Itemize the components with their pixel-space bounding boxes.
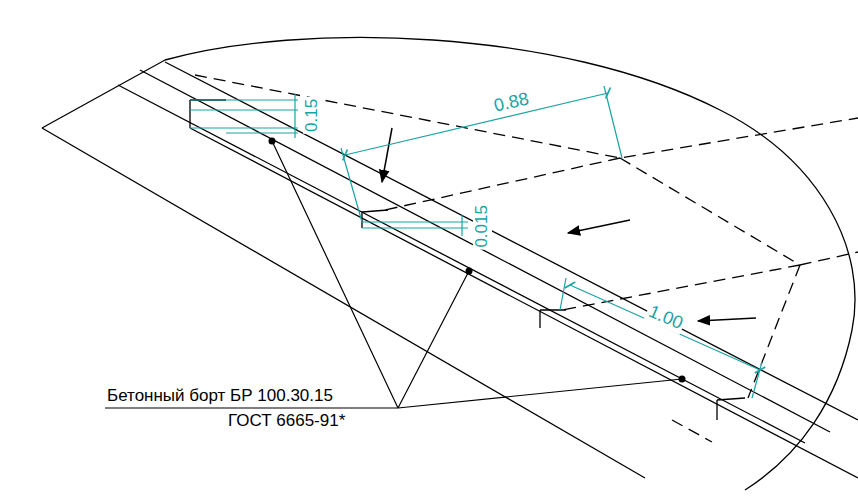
curb-joint [717, 398, 745, 420]
curb-back-edge [165, 62, 858, 420]
dimension-lines [190, 86, 762, 398]
flow-arrow [382, 128, 756, 321]
curb-bottom-edge [190, 128, 858, 478]
curb-joint [362, 210, 388, 228]
dimension-value: 0.15 [304, 96, 323, 133]
leader-dot [269, 138, 686, 383]
leader-lines [105, 141, 682, 408]
road-edge [42, 128, 645, 478]
standard-reference: ГОСТ 6665-91* [226, 412, 347, 431]
dimension-value: 1.00 [644, 301, 688, 334]
callout-label: Бетонный борт БР 100.30.15 [105, 387, 335, 406]
curb-joint [190, 100, 226, 128]
dimension-value: 0.88 [491, 89, 533, 117]
curb-joint [540, 310, 566, 328]
curb-top-edge [140, 70, 830, 432]
dimension-value: 0.015 [473, 203, 492, 250]
